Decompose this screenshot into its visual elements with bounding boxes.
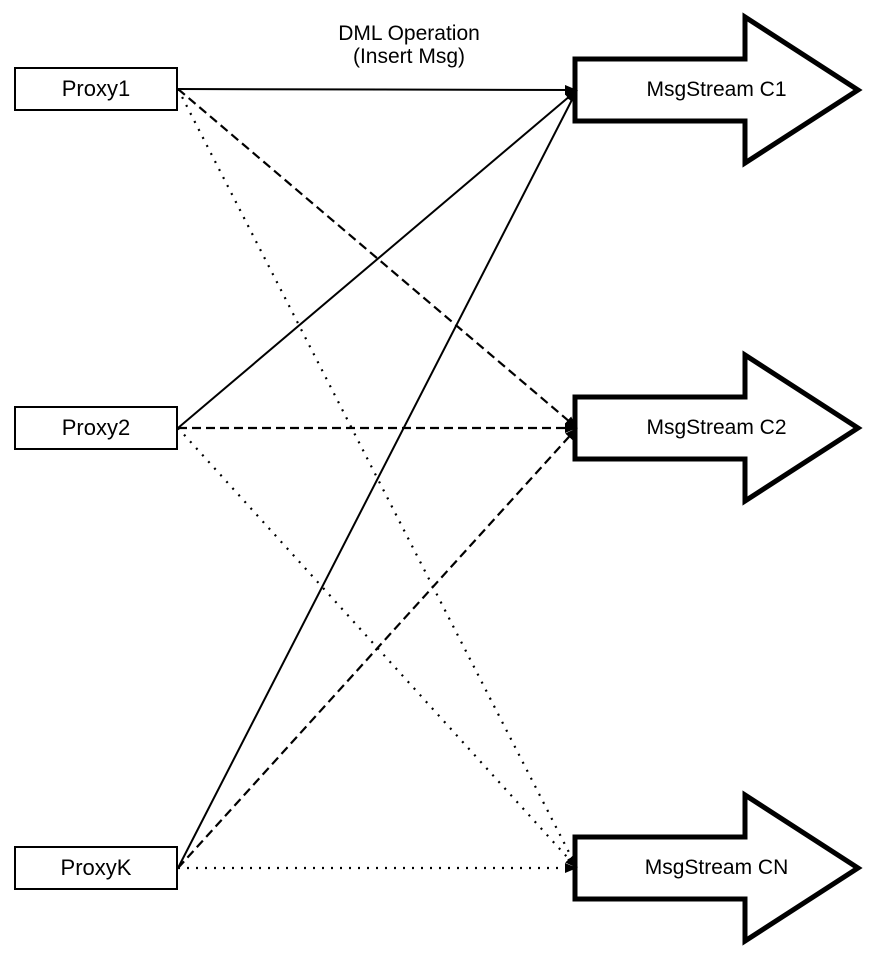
dml-operation-label-line1: DML Operation — [338, 22, 480, 45]
node-proxy2-label: Proxy2 — [61, 415, 131, 440]
dml-operation-label: DML Operation (Insert Msg) — [259, 22, 559, 68]
connector-proxy1-cn — [177, 88, 578, 869]
connector-proxy1-c2 — [177, 88, 578, 429]
connector-proxyk-c2 — [177, 427, 578, 869]
msgstream-c1-arrow-shape — [572, 12, 863, 168]
connector-proxy2-c1 — [177, 89, 578, 429]
node-proxyk: ProxyK — [14, 846, 178, 890]
connector-proxy1-c1 — [177, 84, 578, 95]
node-proxy1-label: Proxy1 — [61, 76, 131, 101]
node-proxyk-label: ProxyK — [60, 855, 132, 880]
node-proxy1: Proxy1 — [14, 67, 178, 111]
node-proxy2: Proxy2 — [14, 406, 178, 450]
connector-proxyk-c1 — [177, 89, 578, 869]
dml-operation-label-line2: (Insert Msg) — [352, 45, 465, 68]
msgstream-c2-arrow-shape — [572, 350, 863, 506]
msgstream-cn-arrow-shape — [572, 790, 863, 946]
